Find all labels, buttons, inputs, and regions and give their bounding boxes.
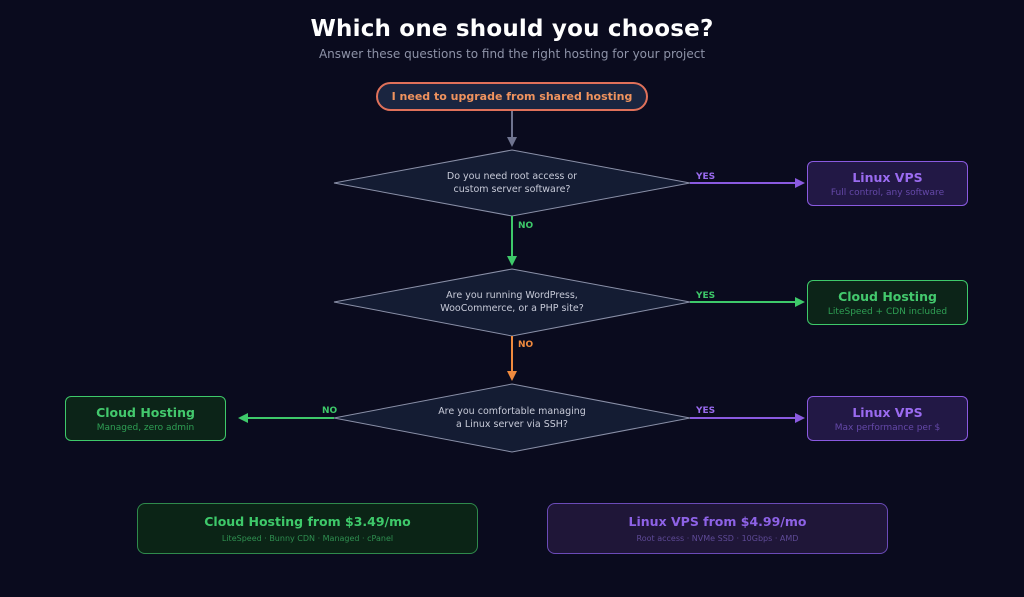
q1-no-label: NO xyxy=(518,221,534,231)
decision-diamond-3 xyxy=(333,383,691,453)
question-3: Are you comfortable managing a Linux ser… xyxy=(382,405,642,431)
q3-yes-label: YES xyxy=(696,406,716,416)
summary-features: LiteSpeed · Bunny CDN · Managed · cPanel xyxy=(221,534,394,543)
q3-no-label: NO xyxy=(322,406,338,416)
result-subtitle: Managed, zero admin xyxy=(96,422,195,433)
summary-title: Cloud Hosting from $3.49/mo xyxy=(204,514,411,529)
result-linux-vps-1: Linux VPS Full control, any software xyxy=(807,161,968,206)
result-subtitle: Max performance per $ xyxy=(834,422,941,433)
summary-cloud-hosting[interactable]: Cloud Hosting from $3.49/mo LiteSpeed · … xyxy=(137,503,478,554)
result-linux-vps-2: Linux VPS Max performance per $ xyxy=(807,396,968,441)
result-subtitle: LiteSpeed + CDN included xyxy=(827,306,948,317)
summary-features: Root access · NVMe SSD · 10Gbps · AMD xyxy=(636,534,799,543)
result-cloud-hosting-1: Cloud Hosting LiteSpeed + CDN included xyxy=(807,280,968,325)
start-node: I need to upgrade from shared hosting xyxy=(376,82,648,111)
question-3-line-2: a Linux server via SSH? xyxy=(456,419,568,430)
question-1-line-2: custom server software? xyxy=(453,184,571,195)
page-title: Which one should you choose? xyxy=(310,16,714,42)
result-cloud-hosting-2: Cloud Hosting Managed, zero admin xyxy=(65,396,226,441)
summary-linux-vps[interactable]: Linux VPS from $4.99/mo Root access · NV… xyxy=(547,503,888,554)
result-title: Linux VPS xyxy=(852,404,923,420)
q2-yes-label: YES xyxy=(696,291,716,301)
q2-no-label: NO xyxy=(518,340,534,350)
question-2: Are you running WordPress, WooCommerce, … xyxy=(382,289,642,315)
result-title: Cloud Hosting xyxy=(838,288,937,304)
q1-yes-label: YES xyxy=(696,172,716,182)
summary-title: Linux VPS from $4.99/mo xyxy=(628,514,807,529)
question-3-line-1: Are you comfortable managing xyxy=(438,406,586,417)
question-2-line-1: Are you running WordPress, xyxy=(446,290,578,301)
result-title: Linux VPS xyxy=(852,169,923,185)
result-title: Cloud Hosting xyxy=(96,404,195,420)
start-node-label: I need to upgrade from shared hosting xyxy=(391,90,633,103)
question-1-line-1: Do you need root access or xyxy=(446,171,578,182)
page-subtitle: Answer these questions to find the right… xyxy=(318,47,706,61)
question-1: Do you need root access or custom server… xyxy=(382,170,642,196)
result-subtitle: Full control, any software xyxy=(830,187,945,198)
question-2-line-2: WooCommerce, or a PHP site? xyxy=(440,303,584,314)
